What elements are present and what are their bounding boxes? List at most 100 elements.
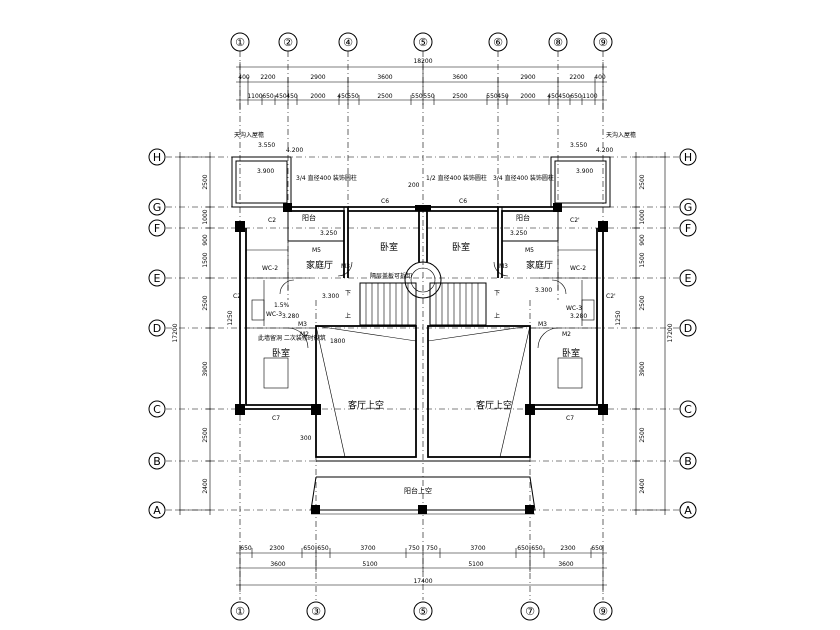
bottom-dimensions: 650 2300 650 650 3700 750 750 3700 650 6… (236, 545, 607, 592)
svg-text:550: 550 (347, 93, 359, 100)
svg-text:A: A (153, 504, 161, 517)
svg-text:2500: 2500 (202, 295, 209, 310)
top-axis-bubbles: ① ② ④ ⑤ ⑥ ⑧ ⑨ (230, 32, 613, 52)
svg-text:B: B (153, 455, 161, 468)
svg-text:2900: 2900 (520, 74, 535, 81)
svg-text:2300: 2300 (560, 545, 575, 552)
svg-text:3600: 3600 (377, 74, 392, 81)
svg-text:2900: 2900 (310, 74, 325, 81)
svg-text:WC-2: WC-2 (570, 265, 586, 272)
svg-text:300: 300 (300, 435, 312, 442)
svg-text:3600: 3600 (558, 561, 573, 568)
svg-text:⑨: ⑨ (598, 605, 608, 618)
svg-text:3900: 3900 (639, 361, 646, 376)
axis-bubble-top-8: ⑧ (548, 32, 568, 52)
svg-text:900: 900 (639, 234, 646, 246)
svg-text:2500: 2500 (202, 427, 209, 442)
svg-text:3.250: 3.250 (320, 230, 337, 237)
svg-text:M5: M5 (525, 247, 534, 254)
svg-text:450: 450 (547, 93, 559, 100)
note-column-right: 3/4 直径400 装饰圆柱 (493, 174, 554, 182)
axis-bubble-top-9: ⑨ (593, 32, 613, 52)
svg-text:5100: 5100 (362, 561, 377, 568)
axis-bubble-top-4: ④ (338, 32, 358, 52)
svg-text:C: C (153, 403, 161, 416)
svg-text:1250: 1250 (227, 310, 234, 325)
svg-text:5100: 5100 (468, 561, 483, 568)
axis-bubble-top-6: ⑥ (488, 32, 508, 52)
svg-text:⑥: ⑥ (493, 36, 503, 49)
svg-text:2400: 2400 (202, 478, 209, 493)
svg-text:WC-3: WC-3 (566, 305, 582, 312)
svg-text:③: ③ (311, 605, 321, 618)
svg-text:550: 550 (411, 93, 423, 100)
svg-text:WC-3: WC-3 (266, 311, 282, 318)
axis-bubble-top-1: ① (230, 32, 250, 52)
svg-text:650: 650 (317, 545, 329, 552)
svg-text:2500: 2500 (452, 93, 467, 100)
svg-text:2500: 2500 (639, 174, 646, 189)
svg-text:650: 650 (570, 93, 582, 100)
svg-text:550: 550 (423, 93, 435, 100)
svg-text:C7: C7 (272, 415, 280, 422)
svg-text:1000: 1000 (639, 209, 646, 224)
note-wall-opening: 此墙留洞 二次装修时砌筑 (258, 334, 326, 342)
svg-text:②: ② (283, 36, 293, 49)
vertical-axis-lines (239, 51, 604, 600)
svg-text:3700: 3700 (360, 545, 375, 552)
svg-text:2500: 2500 (639, 295, 646, 310)
svg-text:M3: M3 (341, 263, 350, 270)
svg-text:下: 下 (345, 290, 351, 297)
svg-text:2000: 2000 (310, 93, 325, 100)
svg-text:3900: 3900 (202, 361, 209, 376)
svg-text:3.300: 3.300 (322, 293, 339, 300)
svg-text:下: 下 (494, 290, 500, 297)
svg-text:650: 650 (303, 545, 315, 552)
svg-text:D: D (153, 322, 161, 335)
svg-text:C2': C2' (606, 293, 616, 300)
svg-text:⑤: ⑤ (418, 36, 428, 49)
svg-text:1250: 1250 (615, 310, 622, 325)
svg-text:M3: M3 (538, 321, 547, 328)
svg-text:750: 750 (408, 545, 420, 552)
svg-text:G: G (153, 201, 162, 214)
svg-text:2000: 2000 (520, 93, 535, 100)
label-bed-top-right: 卧室 (452, 241, 470, 253)
svg-text:F: F (685, 222, 691, 235)
svg-text:2200: 2200 (569, 74, 584, 81)
svg-text:650: 650 (240, 545, 252, 552)
svg-text:2500: 2500 (639, 427, 646, 442)
svg-text:上: 上 (494, 312, 500, 320)
svg-text:A: A (684, 504, 692, 517)
label-balcony-right: 阳台 (516, 213, 530, 222)
svg-text:450: 450 (558, 93, 570, 100)
svg-text:1.5%: 1.5% (274, 302, 290, 309)
svg-text:C2: C2 (233, 293, 241, 300)
elevations: 3.550 4.200 3.900 3.250 3.300 3.280 3.55… (257, 142, 613, 320)
svg-text:上: 上 (345, 312, 351, 320)
svg-text:3.550: 3.550 (570, 142, 587, 149)
svg-text:1100: 1100 (582, 93, 597, 100)
svg-text:1500: 1500 (202, 252, 209, 267)
svg-text:C2': C2' (570, 217, 580, 224)
note-column-mid: 1/2 直径400 装饰圆柱 (426, 174, 487, 182)
svg-text:17400: 17400 (413, 578, 432, 585)
svg-text:G: G (684, 201, 693, 214)
left-axis-bubbles: H G F E D C B A (148, 148, 166, 519)
svg-text:650: 650 (262, 93, 274, 100)
svg-text:3.900: 3.900 (257, 168, 274, 175)
label-bed-left: 卧室 (272, 347, 290, 359)
svg-text:3700: 3700 (470, 545, 485, 552)
svg-text:450: 450 (337, 93, 349, 100)
label-family-right: 家庭厅 (526, 259, 553, 271)
svg-text:400: 400 (594, 74, 606, 81)
svg-text:D: D (684, 322, 692, 335)
svg-text:3.280: 3.280 (570, 313, 587, 320)
svg-text:1500: 1500 (639, 252, 646, 267)
note-column-left: 3/4 直径400 装饰圆柱 (296, 174, 357, 182)
svg-text:1800: 1800 (330, 338, 345, 345)
note-stair-cover: 隔层盖板可拆卸 (370, 272, 412, 280)
svg-text:C7: C7 (566, 415, 574, 422)
svg-text:1100: 1100 (247, 93, 262, 100)
svg-text:17200: 17200 (172, 323, 179, 342)
